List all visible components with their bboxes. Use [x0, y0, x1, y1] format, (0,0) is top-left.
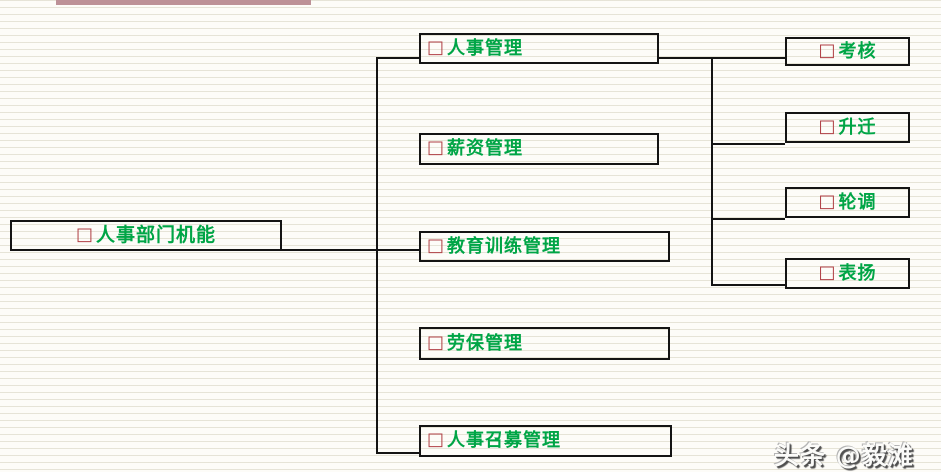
node-label: 教育训练管理	[447, 235, 562, 257]
title-bar-sliver	[56, 0, 311, 5]
node-label: 劳保管理	[447, 332, 524, 354]
node-promotion: □ 升迁	[785, 112, 910, 143]
checkbox-square-icon: □	[427, 331, 446, 353]
connector-right-trunk	[711, 57, 713, 286]
connector-personnel-to-assessment	[658, 57, 785, 59]
connector-stub-commendation	[712, 284, 785, 286]
node-salary-management: □ 薪资管理	[419, 133, 659, 165]
node-label: 升迁	[838, 116, 877, 138]
node-recruitment-management: □ 人事召募管理	[419, 425, 672, 457]
watermark-toutiao: 头条 @毅滩	[774, 441, 914, 470]
checkbox-square-icon: □	[818, 115, 837, 137]
node-rotation: □ 轮调	[785, 187, 910, 218]
node-label: 人事管理	[447, 37, 524, 59]
node-assessment: □ 考核	[785, 37, 910, 66]
node-hr-department-functions: □ 人事部门机能	[10, 220, 282, 251]
connector-stub-recruitment	[377, 452, 419, 454]
checkbox-square-icon: □	[818, 190, 837, 212]
node-education-training-management: □ 教育训练管理	[419, 231, 670, 262]
checkbox-square-icon: □	[75, 223, 94, 245]
checkbox-square-icon: □	[427, 429, 446, 450]
node-labor-insurance-management: □ 劳保管理	[419, 327, 670, 360]
node-label: 考核	[838, 40, 877, 62]
connector-stub-personnel	[377, 57, 419, 59]
node-personnel-management: □ 人事管理	[419, 33, 659, 64]
checkbox-square-icon: □	[427, 137, 446, 158]
node-label: 薪资管理	[447, 138, 524, 159]
checkbox-square-icon: □	[818, 261, 837, 283]
checkbox-square-icon: □	[427, 36, 446, 58]
node-commendation: □ 表扬	[785, 258, 910, 289]
checkbox-square-icon: □	[818, 39, 837, 61]
node-label: 表扬	[838, 262, 877, 284]
node-label: 人事召募管理	[447, 430, 562, 451]
node-label: 人事部门机能	[96, 224, 217, 246]
connector-left-trunk	[376, 57, 378, 454]
connector-root-to-trunk	[280, 249, 419, 251]
connector-stub-rotation	[712, 218, 785, 220]
connector-stub-promotion	[712, 143, 785, 145]
checkbox-square-icon: □	[427, 234, 446, 256]
node-label: 轮调	[838, 191, 877, 213]
